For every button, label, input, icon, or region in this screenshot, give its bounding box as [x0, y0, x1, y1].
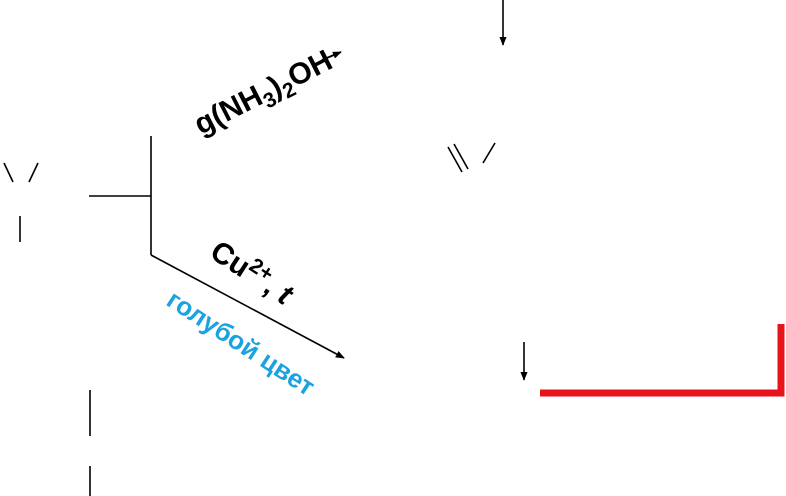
bond-fragment-right [482, 142, 496, 164]
precipitate-bracket [540, 324, 785, 397]
reaction-arrow-cu [150, 254, 345, 359]
bond-fragment-left-1 [3, 162, 14, 183]
double-bond-line-2 [453, 143, 469, 170]
bond-fragment-left-2 [28, 162, 39, 183]
double-bond-line-1 [447, 146, 463, 173]
reaction-arrow-top [321, 51, 342, 61]
